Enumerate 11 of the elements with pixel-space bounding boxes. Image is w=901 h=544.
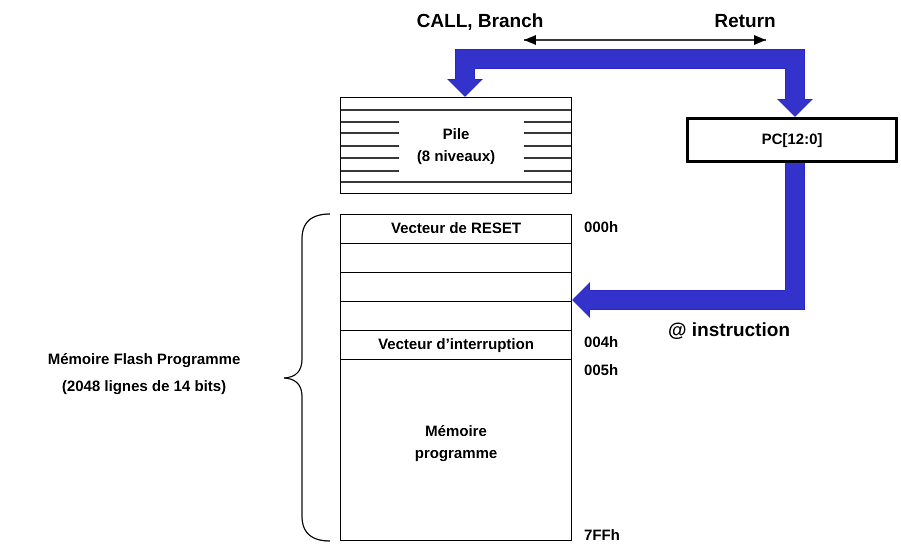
- address-label: 000h: [584, 218, 620, 238]
- memory-map: [340, 214, 572, 541]
- address-label: 004h: [584, 333, 620, 353]
- operation-label: CALL, Branch: [416, 10, 544, 34]
- thick-arrow: [447, 49, 813, 117]
- operation-label: Return: [713, 10, 777, 34]
- address-label: 7FFh: [584, 526, 621, 544]
- register-box: [686, 117, 898, 163]
- thick-arrow: [572, 163, 805, 318]
- memory-caption: Mémoire Flash Programme (2048 lignes de 14 bits): [46, 350, 242, 397]
- address-label: 005h: [584, 361, 620, 381]
